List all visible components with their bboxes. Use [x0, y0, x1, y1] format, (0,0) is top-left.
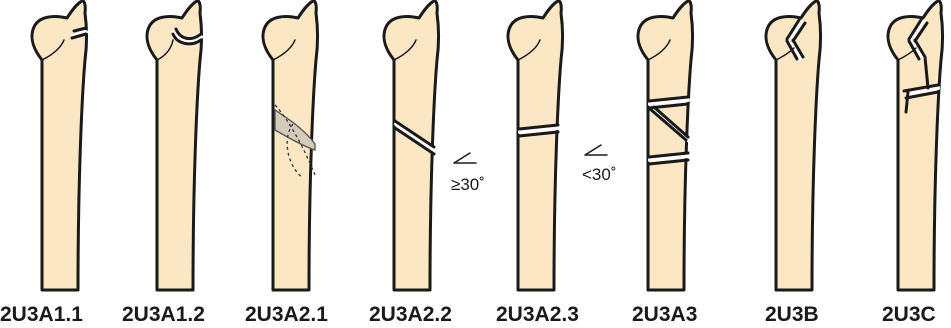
panel-label-2U3A2.2: 2U3A2.2	[369, 303, 452, 326]
panel-label-2U3A3: 2U3A3	[632, 303, 697, 326]
ulna-bone	[508, 1, 563, 290]
panel-label-2U3A2.3: 2U3A2.3	[496, 303, 579, 326]
panel-label-2U3A2.1: 2U3A2.1	[245, 303, 328, 326]
bone-panel-2U3A3	[638, 1, 693, 290]
bone-panel-2U3A2.2	[384, 1, 439, 290]
panel-label-2U3C: 2U3C	[882, 303, 936, 326]
angle-icon	[585, 145, 607, 155]
panel-label-2U3B: 2U3B	[765, 303, 819, 326]
angle-note-gte-30: ≥30˚	[451, 175, 485, 194]
ulna-bone	[32, 1, 87, 290]
panel-label-2U3A1.2: 2U3A1.2	[122, 303, 205, 326]
angle-icon	[454, 153, 476, 163]
bone-panel-2U3A1.2	[147, 1, 202, 290]
bone-panel-2U3A2.3	[508, 1, 563, 290]
ulna-bone	[638, 1, 693, 290]
bone-panel-2U3A1.1	[32, 1, 87, 290]
angle-note-lt-30: <30˚	[582, 165, 617, 184]
bone-panel-2U3B	[766, 1, 821, 290]
bone-panel-2U3C	[888, 1, 943, 290]
panel-label-2U3A1.1: 2U3A1.1	[0, 303, 83, 326]
bone-panel-2U3A2.1	[263, 1, 318, 290]
